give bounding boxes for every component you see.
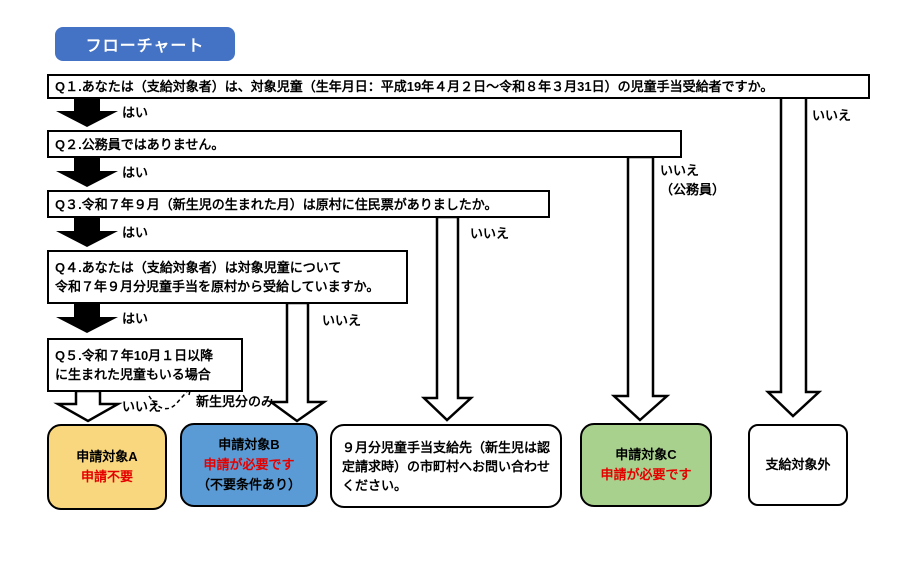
label-q3-yes: はい (122, 225, 149, 240)
label-q5-newborn: 新生児分のみ (196, 394, 275, 409)
outcome-b-title: 申請対象B (218, 437, 280, 452)
label-q2-no: いいえ （公務員） (660, 161, 725, 199)
question-q2-text: Q２.公務員ではありません。 (55, 136, 225, 152)
arrow-q4-yes (56, 303, 118, 333)
outcome-b-note: （不要条件あり） (196, 477, 301, 492)
label-q4-no: いいえ (322, 313, 362, 328)
question-q5: Q５.令和７年10月１日以降 に生まれた児童もいる場合 (47, 338, 243, 392)
outcome-b-box: 申請対象B 申請が必要です （不要条件あり） (180, 423, 318, 507)
label-q4-yes: はい (122, 311, 149, 326)
question-q1: Q１.あなたは（支給対象者）は、対象児童（生年月日：平成19年４月２日～令和８年… (47, 74, 870, 99)
outcome-excluded-title: 支給対象外 (765, 457, 831, 472)
page-title: フローチャート (55, 27, 235, 61)
arrow-q5-no-to-a (53, 389, 123, 423)
question-q1-text: Q１.あなたは（支給対象者）は、対象児童（生年月日：平成19年４月２日～令和８年… (55, 79, 774, 94)
outcome-c-box: 申請対象C 申請が必要です (580, 423, 712, 507)
arrow-q4-no-to-b (267, 301, 328, 423)
question-q2: Q２.公務員ではありません。 (47, 130, 682, 158)
label-q1-yes: はい (122, 105, 149, 120)
label-q2-no-line1: いいえ (660, 163, 700, 178)
outcome-c-status: 申請が必要です (600, 467, 692, 482)
outcome-a-status: 申請不要 (80, 469, 133, 484)
question-q4-text-line1: Q４.あなたは（支給対象者）は対象児童について (55, 260, 342, 275)
arrow-q3-no-to-contact (420, 215, 475, 422)
outcome-excluded-box: 支給対象外 (748, 424, 848, 506)
outcome-contact-box: ９月分児童手当支給先（新生児は認定請求時）の市町村へお問い合わせください。 (330, 424, 562, 508)
label-q1-no: いいえ (812, 108, 852, 123)
question-q5-text-line2: に生まれた児童もいる場合 (55, 367, 211, 382)
outcome-contact-text: ９月分児童手当支給先（新生児は認定請求時）の市町村へお問い合わせください。 (342, 439, 551, 493)
label-q5-no: いいえ (122, 399, 162, 414)
label-q3-no: いいえ (470, 226, 510, 241)
arrow-q2-yes (56, 157, 118, 187)
arrow-q3-yes (56, 217, 118, 247)
arrow-q1-yes (56, 97, 118, 127)
outcome-c-title: 申請対象C (615, 447, 677, 462)
label-q2-yes: はい (122, 165, 149, 180)
question-q4-text-line2: 令和７年９月分児童手当を原村から受給していますか。 (55, 279, 380, 294)
outcome-a-box: 申請対象A 申請不要 (47, 424, 167, 510)
label-q2-no-line2: （公務員） (660, 182, 726, 197)
question-q3: Q３.令和７年９月（新生児の生まれた月）は原村に住民票がありましたか。 (47, 190, 550, 218)
outcome-a-title: 申請対象A (76, 449, 138, 464)
question-q4: Q４.あなたは（支給対象者）は対象児童について 令和７年９月分児童手当を原村から… (47, 250, 408, 304)
arrow-q1-no-to-excluded (764, 94, 823, 418)
outcome-b-status: 申請が必要です (203, 457, 295, 472)
question-q5-text-line1: Q５.令和７年10月１日以降 (55, 348, 214, 363)
question-q3-text: Q３.令和７年９月（新生児の生まれた月）は原村に住民票がありましたか。 (55, 196, 498, 212)
